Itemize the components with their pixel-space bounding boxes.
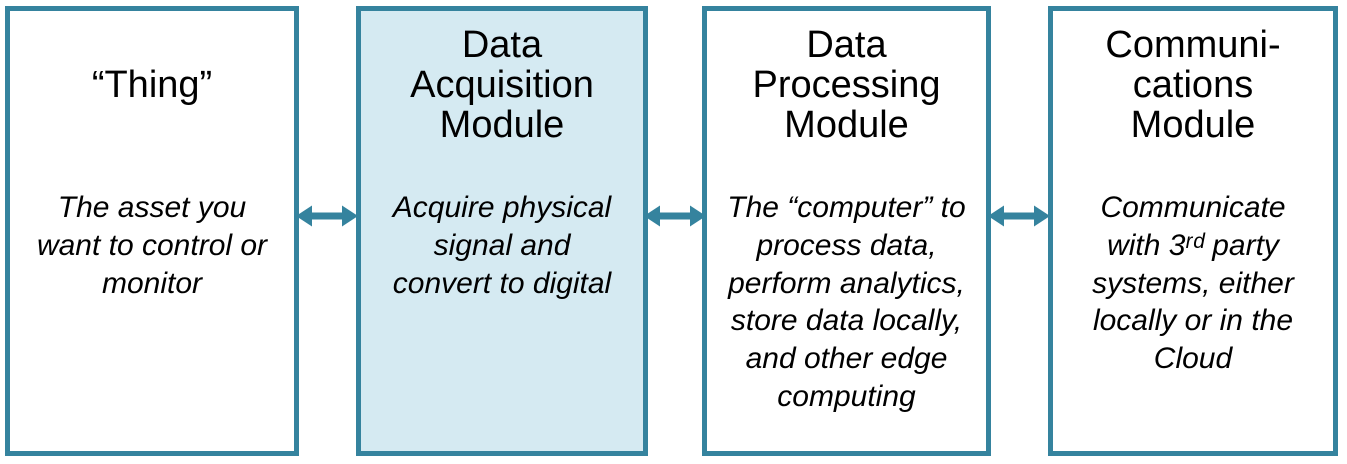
module-title: Data Processing Module [752, 24, 941, 146]
module-title: “Thing” [91, 64, 213, 107]
bidirectional-arrow-icon [295, 201, 359, 231]
module-box-data-acquisition: Data Acquisition Module Acquire physical… [356, 6, 648, 456]
module-box-data-processing: Data Processing Module The “computer” to… [702, 6, 991, 456]
module-box-communications: Communi- cations Module Communicate with… [1048, 6, 1338, 456]
module-description: The “computer” to process data, perform … [727, 191, 966, 413]
module-title: Communi- cations Module [1105, 24, 1281, 146]
module-description: Communicate with 3ʳᵈ party systems, eith… [1092, 191, 1294, 376]
bidirectional-arrow-icon [643, 201, 707, 231]
bidirectional-arrow-icon [987, 201, 1051, 231]
module-box-thing: “Thing” The asset you want to control or… [5, 6, 299, 456]
module-title: Data Acquisition Module [410, 24, 594, 146]
module-description: The asset you want to control or monitor [36, 191, 268, 300]
module-description: Acquire physical signal and convert to d… [392, 191, 612, 300]
